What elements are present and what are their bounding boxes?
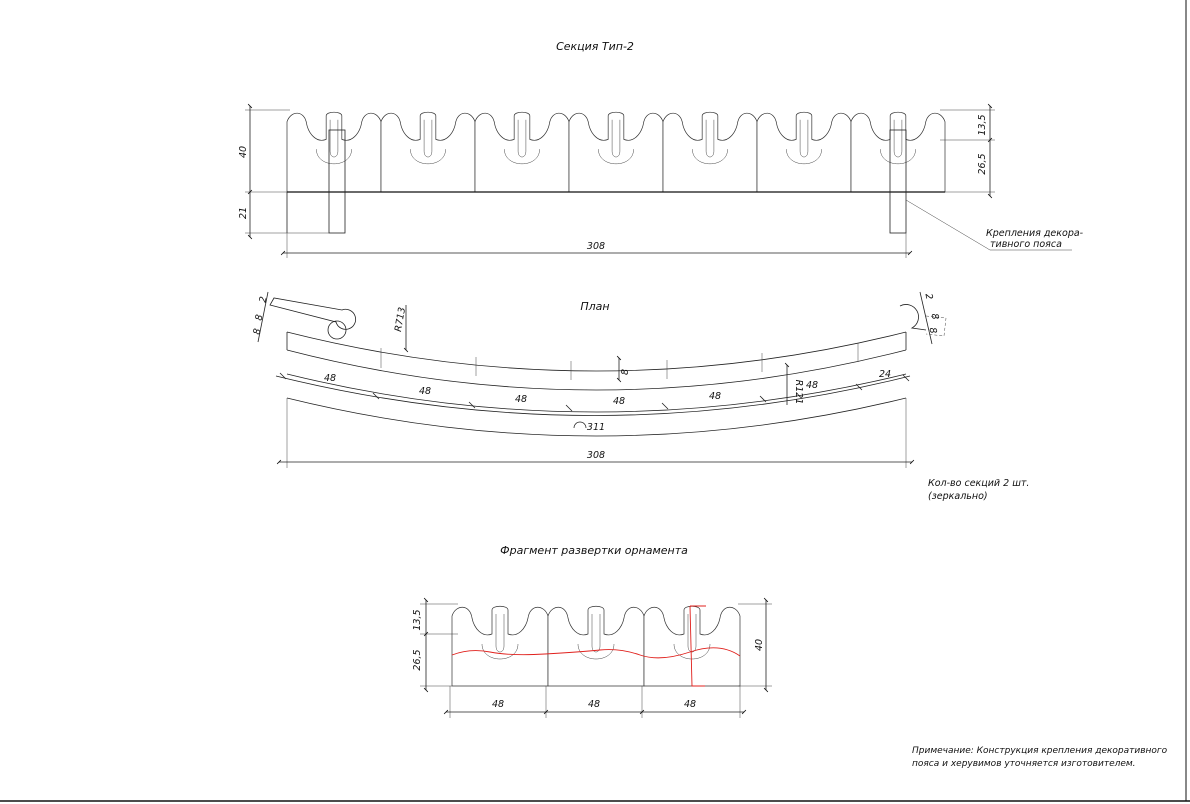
quantity-line1: Кол-во секций 2 шт. <box>928 478 1029 489</box>
dim-lower: 26,5 <box>977 153 988 174</box>
dim-height-base: 21 <box>238 207 249 219</box>
plan-title: План <box>580 300 609 313</box>
development-cut <box>689 605 706 687</box>
plan-arc-outer <box>286 331 907 372</box>
plan-arc-inner <box>286 397 907 437</box>
fragment-title: Фрагмент развертки орнамента <box>500 544 688 557</box>
dim-radius-inner: R121 <box>793 380 804 405</box>
elevation-tulip-3 <box>568 111 664 193</box>
plan-segments: 48 48 48 48 48 48 24 <box>324 369 891 407</box>
leader-note-line1: Крепления декора- <box>986 228 1084 239</box>
dim-8-right-a: 8 <box>929 313 941 321</box>
plan-seg-7: 24 <box>879 369 891 380</box>
right-post <box>889 129 907 234</box>
fragment-ornament <box>451 605 741 687</box>
development-line <box>451 647 741 659</box>
dim-height-total: 40 <box>238 146 249 158</box>
left-post <box>328 129 346 234</box>
section-title: Секция Тип-2 <box>556 40 634 53</box>
quantity-line2: (зеркально) <box>928 491 988 502</box>
fragment-tulip-detail-0 <box>481 614 519 660</box>
fragment-tulip-detail-1 <box>577 614 615 660</box>
plan-seg-4: 48 <box>613 396 625 407</box>
plan-seg-2: 48 <box>419 386 431 397</box>
plan-arc-outer-2 <box>286 349 907 391</box>
fragment-seg-2: 48 <box>588 699 600 710</box>
plan-seg-6: 48 <box>806 380 818 391</box>
dim-8-left-b: 8 <box>252 328 264 336</box>
dim-radius-outer: R713 <box>393 306 408 332</box>
elevation-tulip-0 <box>286 111 382 193</box>
dim-8-right-b: 8 <box>927 327 939 335</box>
fragment-dim-lower: 26,5 <box>412 649 423 670</box>
elevation-tulip-2 <box>474 111 570 193</box>
elevation-tulip-detail-3 <box>598 119 634 164</box>
elevation-tulip-5 <box>756 111 852 193</box>
fragment-seg-3: 48 <box>684 699 696 710</box>
elevation-tulip-detail-6 <box>880 119 916 164</box>
fragment-view: 13,5 26,5 40 48 48 48 <box>412 597 772 718</box>
plan-dim-width: 308 <box>587 450 605 461</box>
elevation-tulip-4 <box>662 111 758 193</box>
note-line1: Примечание: Конструкция крепления декора… <box>912 746 1168 756</box>
fragment-dim-top: 13,5 <box>412 609 423 630</box>
dim-8-left-a: 8 <box>254 314 266 322</box>
elevation-tulip-detail-2 <box>504 119 540 164</box>
fragment-seg-1: 48 <box>492 699 504 710</box>
dim-2-right: 2 <box>923 293 935 301</box>
right-attachment <box>899 304 927 331</box>
fragment-tulip-0 <box>451 605 549 687</box>
dim-center-8: 8 <box>620 369 631 375</box>
elevation-ornament <box>286 111 946 193</box>
elevation-tulip-detail-4 <box>692 119 728 164</box>
leader-note-line2: тивного пояса <box>990 239 1062 250</box>
fragment-dim-total: 40 <box>754 639 765 651</box>
plan-arc-mid <box>286 373 907 413</box>
dim-width: 308 <box>587 241 605 252</box>
dim-2-left: 2 <box>258 296 270 304</box>
left-attachment <box>269 297 356 330</box>
dim-top: 13,5 <box>977 114 988 135</box>
elevation-tulip-detail-0 <box>316 119 352 164</box>
elevation-tulip-6 <box>850 111 946 193</box>
elevation-tulip-detail-1 <box>410 119 446 164</box>
note-line2: пояса и херувимов уточняется изготовител… <box>912 759 1136 769</box>
plan-seg-3: 48 <box>515 394 527 405</box>
plan-seg-5: 48 <box>709 391 721 402</box>
plan-view: 48 48 48 48 48 48 24 2 8 8 R713 2 8 8 8 … <box>252 291 1029 502</box>
plan-seg-1: 48 <box>324 373 336 384</box>
fragment-tulip-detail-2 <box>673 614 711 660</box>
elevation-view: 40 21 13,5 26,5 308 Крепления декора- ти… <box>238 103 1084 258</box>
elevation-tulip-1 <box>380 111 476 193</box>
fragment-tulip-1 <box>547 605 645 687</box>
elevation-tulip-detail-5 <box>786 119 822 164</box>
dim-arc: 311 <box>587 422 605 433</box>
